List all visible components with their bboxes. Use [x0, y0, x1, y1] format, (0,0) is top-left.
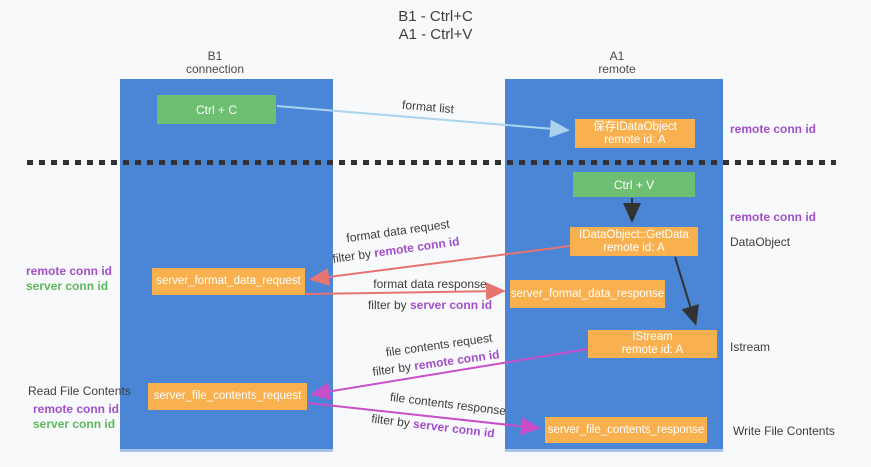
save-idataobject-line2: remote id: A	[604, 133, 666, 146]
istream-line1: IStream	[632, 331, 673, 343]
arrow-format-data-response	[305, 282, 506, 301]
left-read-file-contents-label: Read File Contents	[28, 384, 131, 398]
node-ctrl-v: Ctrl + V	[573, 172, 695, 197]
node-idataobject-getdata: IDataObject::GetData remote id: A	[570, 227, 698, 256]
server-file-contents-request-label: server_file_contents_request	[153, 390, 302, 402]
node-server-file-contents-request: server_file_contents_request	[148, 383, 307, 410]
server-conn-id-text: server conn id	[409, 298, 493, 312]
node-ctrl-c: Ctrl + C	[157, 95, 276, 124]
getdata-line2: remote id: A	[603, 241, 665, 254]
filter-by-text: filter by	[331, 246, 376, 266]
save-idataobject-line1: 保存IDataObject	[593, 120, 677, 133]
right-dataobject-label: DataObject	[730, 235, 791, 249]
node-istream: IStream remote id: A	[588, 330, 717, 358]
lane-b1-role: connection	[185, 62, 245, 76]
lane-header-a1: A1 remote	[547, 50, 687, 76]
node-server-format-data-response: server_format_data_response	[510, 280, 665, 308]
right-istream-label: Istream	[730, 340, 771, 354]
lane-a1-role: remote	[598, 62, 636, 76]
label-format-data-response: format data response	[373, 277, 487, 291]
left-server-conn-id-1: server conn id	[26, 279, 109, 293]
filter-by-text: filter by	[367, 298, 410, 312]
server-file-contents-response-label: server_file_contents_response	[547, 423, 705, 436]
getdata-line1: IDataObject::GetData	[579, 228, 689, 241]
lane-a1-name: A1	[609, 49, 625, 63]
right-remote-conn-id-1: remote conn id	[730, 122, 817, 136]
filter-by-text: filter by	[371, 359, 416, 379]
title-line-1: B1 - Ctrl+C	[398, 8, 473, 25]
diagram-title: B1 - Ctrl+C A1 - Ctrl+V	[0, 8, 871, 44]
ctrl-v-label: Ctrl + V	[613, 177, 655, 192]
left-server-conn-id-2: server conn id	[33, 417, 116, 431]
left-remote-conn-id-1: remote conn id	[26, 264, 113, 278]
right-write-file-contents-label: Write File Contents	[733, 424, 835, 438]
lane-header-b1: B1 connection	[145, 50, 285, 76]
server-format-data-response-label: server_format_data_response	[510, 287, 665, 300]
istream-line2: remote id: A	[621, 344, 684, 356]
label-format-list: format list	[401, 97, 455, 117]
phase-separator-dashed-line	[27, 160, 836, 165]
ctrl-c-label: Ctrl + C	[195, 102, 237, 117]
node-server-format-data-request: server_format_data_request	[152, 268, 305, 295]
right-remote-conn-id-2: remote conn id	[730, 210, 817, 224]
label-filter-by-server-2: filter by server conn id	[371, 411, 496, 440]
server-conn-id-text: server conn id	[412, 416, 496, 441]
label-filter-by-server-1: filter by server conn id	[368, 298, 492, 312]
left-remote-conn-id-2: remote conn id	[33, 402, 120, 416]
node-save-idataobject: 保存IDataObject remote id: A	[575, 119, 695, 148]
lane-b1-name: B1	[207, 49, 223, 63]
title-line-2: A1 - Ctrl+V	[398, 26, 473, 43]
label-file-contents-response: file contents response	[389, 389, 507, 419]
server-format-data-request-label: server_format_data_request	[156, 275, 301, 287]
node-server-file-contents-response: server_file_contents_response	[545, 417, 707, 443]
filter-by-text: filter by	[370, 411, 414, 431]
